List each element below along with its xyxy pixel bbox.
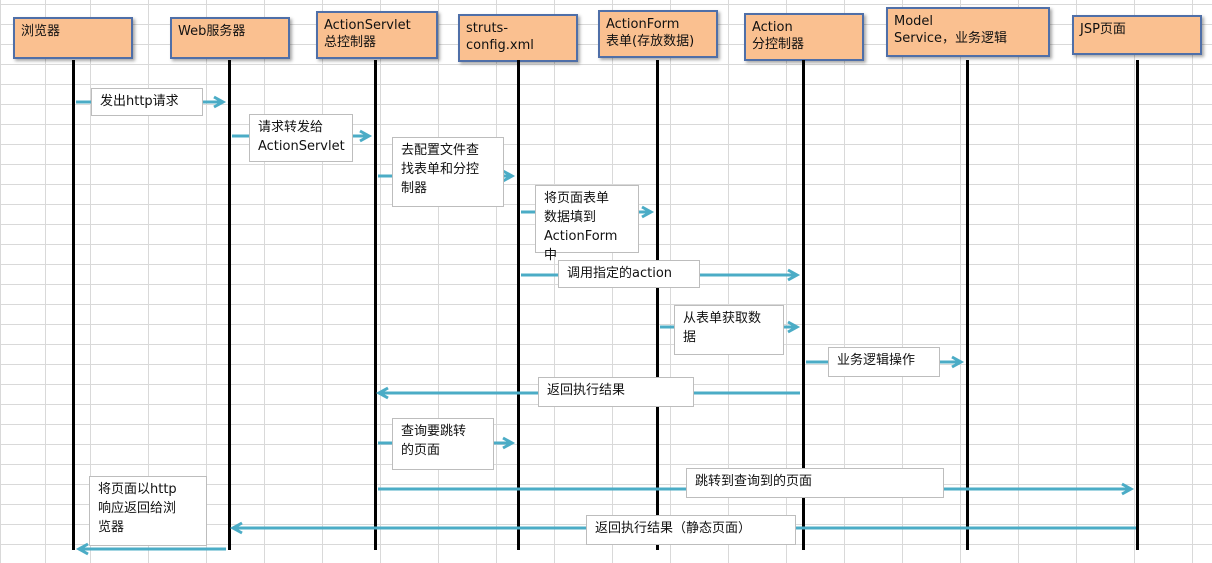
participant-actionservlet: ActionServlet 总控制器 [316, 11, 438, 59]
participant-model-service: Model Service，业务逻辑 [886, 7, 1050, 57]
message-return-static-page: 返回执行结果（静态页面） [586, 515, 796, 545]
arrow-return-static-page-head [229, 521, 243, 535]
message-get-form-data: 从表单获取数 据 [674, 305, 784, 355]
message-send-request-text: 发出http请求 [100, 94, 179, 109]
participant-web-server-label: Web服务器 [178, 24, 246, 39]
participant-action-label: Action [752, 20, 793, 35]
arrow-fill-form-head [641, 205, 655, 219]
message-lookup-config: 去配置文件查 找表单和分控 制器 [392, 137, 504, 207]
message-return-result-text: 返回执行结果 [547, 383, 626, 398]
message-fill-form-text: 将页面表单 数据填到 ActionForm中 [544, 191, 618, 263]
message-forward-to-jsp-text: 跳转到查询到的页面 [695, 474, 813, 489]
message-business-logic: 业务逻辑操作 [828, 347, 940, 377]
lifeline-actionservlet [374, 60, 377, 550]
participant-actionservlet-label: ActionServlet [324, 18, 411, 33]
message-call-action-text: 调用指定的action [567, 266, 673, 281]
arrow-business-logic-head [951, 355, 965, 369]
participant-browser: 浏览器 [13, 17, 133, 59]
arrow-send-request-head [213, 95, 227, 109]
message-return-result: 返回执行结果 [538, 377, 694, 407]
arrow-get-form-data-head [787, 320, 801, 334]
arrow-http-response-head [75, 542, 89, 556]
message-forward-to-jsp: 跳转到查询到的页面 [686, 468, 944, 498]
message-forward-to-servlet-text: 请求转发给 ActionServlet [258, 120, 345, 154]
message-call-action: 调用指定的action [558, 260, 700, 288]
participant-web-server: Web服务器 [170, 17, 290, 59]
arrow-return-result-head [375, 386, 389, 400]
lifeline-web-server [228, 60, 231, 550]
participant-struts-config: struts- config.xml [458, 14, 578, 62]
participant-struts-config-sublabel: config.xml [466, 38, 534, 53]
lifeline-actionform [656, 60, 659, 550]
arrow-forward-to-servlet-head [359, 129, 373, 143]
message-http-response-text: 将页面以http 响应返回给浏 览器 [98, 482, 177, 535]
arrow-lookup-config-head [502, 169, 516, 183]
message-return-static-page-text: 返回执行结果（静态页面） [595, 521, 752, 536]
participant-browser-label: 浏览器 [21, 24, 61, 39]
participant-actionservlet-sublabel: 总控制器 [324, 35, 377, 50]
message-send-request: 发出http请求 [91, 88, 203, 116]
participant-model-service-label: Model [894, 14, 934, 29]
lifeline-struts-config [517, 60, 520, 550]
participant-action-sublabel: 分控制器 [752, 37, 805, 52]
arrow-call-action-head [787, 268, 801, 282]
lifeline-jsp-page [1136, 60, 1139, 550]
participant-model-service-sublabel: Service，业务逻辑 [894, 31, 1008, 46]
participant-struts-config-label: struts- [466, 21, 509, 36]
message-query-page-text: 查询要跳转 的页面 [401, 424, 467, 458]
message-forward-to-servlet: 请求转发给 ActionServlet [249, 114, 353, 162]
message-fill-form: 将页面表单 数据填到 ActionForm中 [535, 185, 639, 263]
arrow-forward-to-jsp-head [1121, 482, 1135, 496]
participant-jsp-page: JSP页面 [1072, 15, 1202, 55]
message-query-page: 查询要跳转 的页面 [392, 418, 494, 470]
message-lookup-config-text: 去配置文件查 找表单和分控 制器 [401, 143, 480, 196]
arrow-query-page-head [502, 436, 516, 450]
participant-actionform: ActionForm 表单(存放数据) [598, 10, 718, 58]
lifeline-action [802, 60, 805, 550]
participant-actionform-label: ActionForm [606, 17, 680, 32]
message-business-logic-text: 业务逻辑操作 [837, 353, 916, 368]
lifeline-model-service [966, 60, 969, 550]
message-get-form-data-text: 从表单获取数 据 [683, 311, 762, 345]
lifeline-browser [72, 60, 75, 550]
participant-actionform-sublabel: 表单(存放数据) [606, 34, 695, 49]
participant-jsp-page-label: JSP页面 [1080, 22, 1126, 37]
message-http-response: 将页面以http 响应返回给浏 览器 [89, 476, 207, 546]
